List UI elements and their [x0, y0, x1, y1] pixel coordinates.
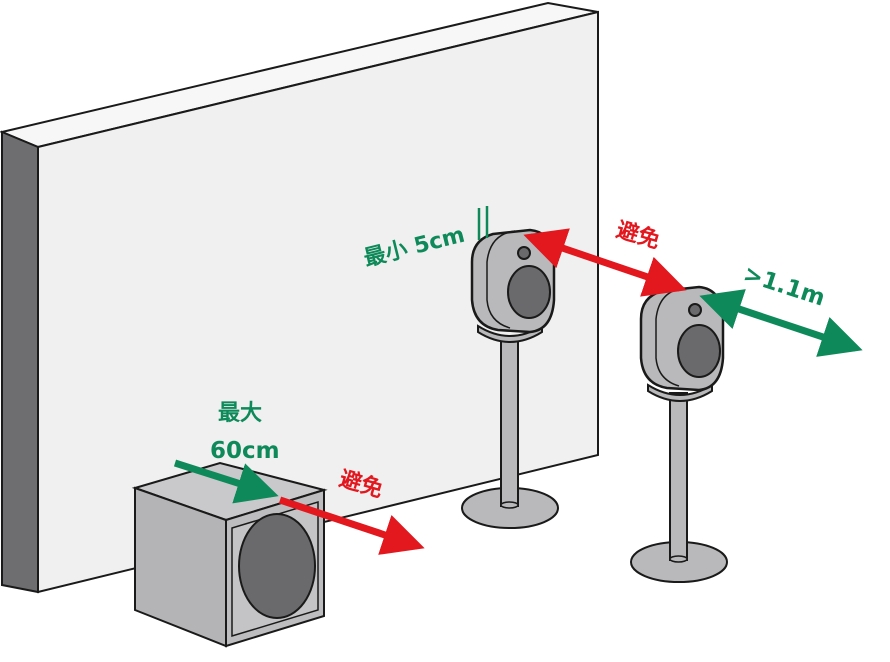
right-speaker-pole: [669, 392, 688, 561]
distance-label: >1.1m: [740, 261, 828, 312]
left-speaker-pole: [500, 335, 519, 507]
left-speaker-tweeter: [517, 246, 531, 260]
left-speaker-woofer: [507, 265, 551, 319]
avoid-arrow-bottom: [278, 496, 425, 555]
subwoofer: [131, 461, 328, 648]
avoid-arrow-top: [523, 228, 687, 297]
distance-arrow: [699, 289, 863, 357]
wall-front-face: [37, 10, 599, 594]
max-label-line2: 60cm: [210, 438, 280, 464]
right-speaker: [630, 285, 728, 583]
min-gap-marker: [477, 206, 489, 240]
max-distance-arrow: [173, 459, 279, 504]
avoid-label-top: 避免: [613, 217, 662, 254]
right-speaker-woofer: [677, 324, 721, 378]
max-label-line1: 最大: [218, 401, 262, 426]
wall-side-face: [0, 130, 39, 594]
subwoofer-driver: [238, 513, 316, 619]
right-speaker-tweeter: [688, 303, 702, 317]
wall: [0, 1, 599, 594]
